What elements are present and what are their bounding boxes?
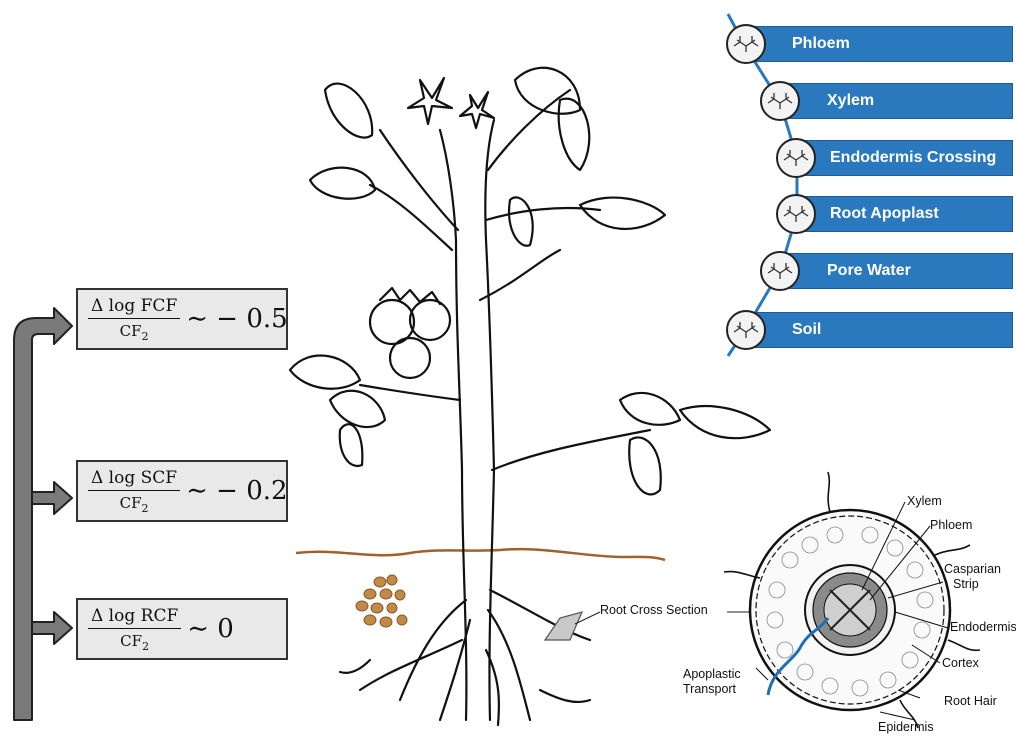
formula-denominator-base: CF bbox=[120, 494, 142, 512]
molecule-icon bbox=[726, 24, 766, 64]
formula-fraction: Δ log SCF CF2 bbox=[88, 468, 180, 515]
formula-box-rcf: Δ log RCF CF2 ∼ 0 bbox=[76, 598, 288, 660]
casparian-line-2: Strip bbox=[944, 577, 1001, 592]
root-hair-label: Root Hair bbox=[944, 694, 997, 708]
phloem-label: Phloem bbox=[930, 518, 972, 532]
endodermis-label: Endodermis bbox=[950, 620, 1016, 634]
tomato-plant bbox=[290, 68, 770, 725]
pathway-bar-root-apoplast: Root Apoplast bbox=[797, 196, 1013, 232]
pathway-backbone bbox=[728, 14, 797, 356]
root-cross-section-label: Root Cross Section bbox=[600, 603, 708, 617]
formula-fraction: Δ log RCF CF2 bbox=[88, 606, 181, 653]
molecule-icon bbox=[776, 138, 816, 178]
molecule-glyph bbox=[762, 83, 798, 119]
formula-denominator-base: CF bbox=[120, 322, 142, 340]
formula-box-scf: Δ log SCF CF2 ∼ − 0.2 bbox=[76, 460, 288, 522]
formula-denominator-base: CF bbox=[120, 632, 142, 650]
molecule-icon bbox=[760, 251, 800, 291]
formula-numerator: Δ log SCF bbox=[88, 468, 180, 491]
pathway-label: Root Apoplast bbox=[798, 205, 939, 223]
gray-bracket-arrow bbox=[14, 308, 72, 720]
casparian-line-1: Casparian bbox=[944, 562, 1001, 577]
molecule-glyph bbox=[778, 140, 814, 176]
cortex-label: Cortex bbox=[942, 656, 979, 670]
molecule-icon bbox=[760, 81, 800, 121]
pathway-bar-pore-water: Pore Water bbox=[780, 253, 1013, 289]
pathway-bar-xylem: Xylem bbox=[780, 83, 1013, 119]
apoplastic-transport-label: Apoplastic Transport bbox=[683, 667, 741, 697]
apoplastic-line-2: Transport bbox=[683, 682, 741, 697]
formula-fraction: Δ log FCF CF2 bbox=[88, 296, 180, 343]
formula-value: ∼ − 0.5 bbox=[186, 304, 287, 334]
pathway-bar-phloem: Phloem bbox=[745, 26, 1013, 62]
soil-particles bbox=[356, 575, 407, 627]
root-cross-section bbox=[724, 472, 980, 728]
molecule-glyph bbox=[728, 26, 764, 62]
xylem-label: Xylem bbox=[907, 494, 942, 508]
pathway-label: Endodermis Crossing bbox=[798, 149, 996, 167]
molecule-glyph bbox=[762, 253, 798, 289]
formula-denominator: CF2 bbox=[120, 491, 149, 515]
epidermis-label: Epidermis bbox=[878, 720, 934, 734]
pathway-bar-soil: Soil bbox=[745, 312, 1013, 348]
molecule-icon bbox=[726, 310, 766, 350]
formula-value: ∼ 0 bbox=[187, 614, 234, 644]
formula-denominator-subscript: 2 bbox=[142, 330, 149, 343]
pathway-label: Pore Water bbox=[781, 262, 911, 280]
apoplastic-line-1: Apoplastic bbox=[683, 667, 741, 682]
formula-numerator: Δ log RCF bbox=[88, 606, 181, 629]
formula-denominator-subscript: 2 bbox=[141, 502, 148, 515]
molecule-glyph bbox=[728, 312, 764, 348]
formula-denominator-subscript: 2 bbox=[142, 640, 149, 653]
formula-numerator: Δ log FCF bbox=[88, 296, 180, 319]
formula-denominator: CF2 bbox=[120, 629, 149, 653]
formula-denominator: CF2 bbox=[120, 319, 149, 343]
molecule-icon bbox=[776, 194, 816, 234]
molecule-glyph bbox=[778, 196, 814, 232]
pathway-bar-endodermis-crossing: Endodermis Crossing bbox=[797, 140, 1013, 176]
casparian-strip-label: Casparian Strip bbox=[944, 562, 1001, 592]
soil-line bbox=[296, 549, 665, 560]
formula-box-fcf: Δ log FCF CF2 ∼ − 0.5 bbox=[76, 288, 288, 350]
formula-value: ∼ − 0.2 bbox=[186, 476, 287, 506]
